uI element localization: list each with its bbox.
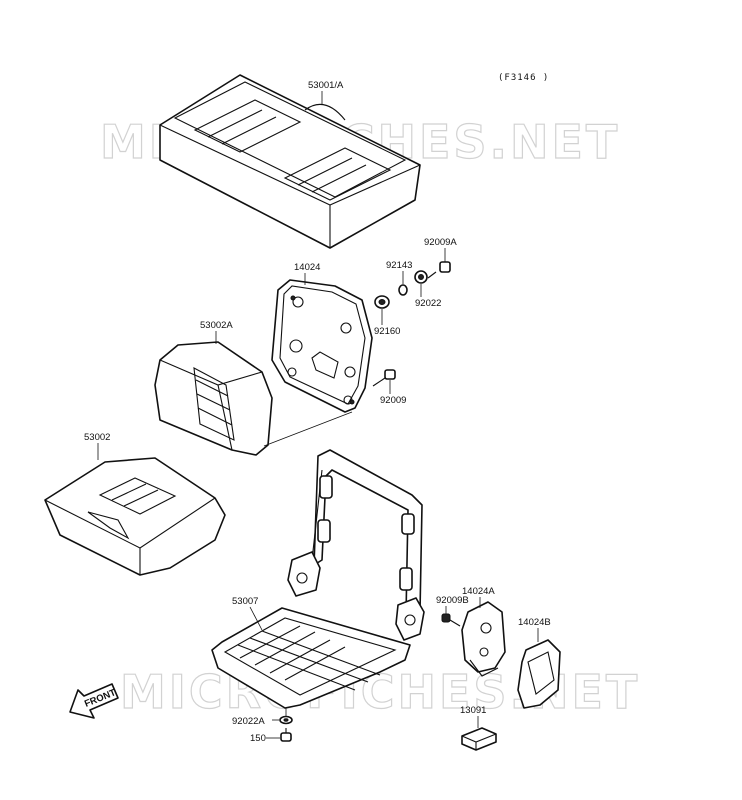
grommet-92143-part <box>398 284 408 296</box>
cover-seat-part <box>44 457 226 576</box>
label-92022a: 92022A <box>232 716 265 727</box>
washer-92022a-part <box>279 715 293 725</box>
label-92022: 92022 <box>415 298 441 309</box>
frame-part <box>211 449 425 709</box>
bolt-92009-part <box>372 369 396 387</box>
label-53007: 53007 <box>232 596 258 607</box>
label-14024b: 14024B <box>518 617 551 628</box>
label-14024a: 14024A <box>462 586 495 597</box>
label-92160: 92160 <box>374 326 400 337</box>
bolt-92009a-part <box>427 261 451 279</box>
label-92009b: 92009B <box>436 595 469 606</box>
label-92009a: 92009A <box>424 237 457 248</box>
label-53002: 53002 <box>84 432 110 443</box>
bolt-92009b-part <box>441 613 461 627</box>
bracket-14024a-part <box>461 601 506 677</box>
bolt-150-part <box>280 728 292 742</box>
cover-back-part <box>154 341 273 456</box>
label-92009: 92009 <box>380 395 406 406</box>
rubber-13091-part <box>461 727 497 751</box>
bracket-14024b-part <box>517 639 561 709</box>
label-53002a: 53002A <box>200 320 233 331</box>
cushion-top-part <box>159 74 421 249</box>
label-14024: 14024 <box>294 262 320 273</box>
front-arrow-icon: FRONT <box>69 683 119 719</box>
figure-code: (F3146 ) <box>498 73 549 83</box>
watermark-bottom: MICROFICHES.NET <box>120 665 640 719</box>
label-13091: 13091 <box>460 705 486 716</box>
label-150: 150 <box>250 733 266 744</box>
label-92143: 92143 <box>386 260 412 271</box>
nut-92160-part <box>374 295 390 309</box>
plate-part <box>271 279 373 413</box>
grommet-92022-part <box>414 270 428 284</box>
label-53001-a: 53001/A <box>308 80 344 91</box>
